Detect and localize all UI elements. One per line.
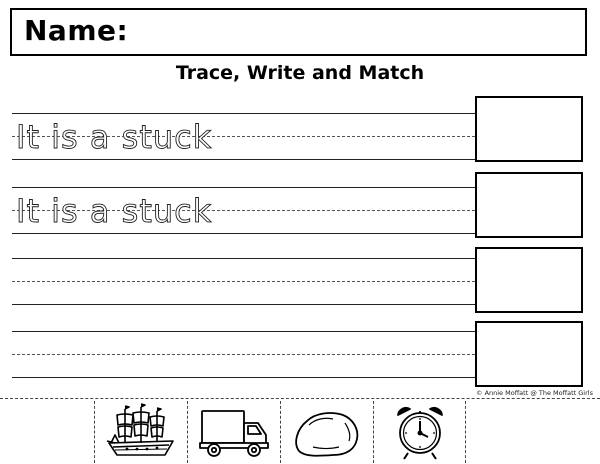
top-line <box>12 258 475 259</box>
base-line <box>12 304 475 305</box>
match-box-1[interactable] <box>475 96 583 162</box>
top-line <box>12 331 475 332</box>
writing-row-1[interactable]: It is a stuck <box>12 113 475 161</box>
top-line <box>12 113 475 114</box>
writing-row-4[interactable] <box>12 331 475 379</box>
base-line <box>12 159 475 160</box>
writing-row-2[interactable]: It is a stuck <box>12 187 475 235</box>
base-line <box>12 233 475 234</box>
match-box-3[interactable] <box>475 247 583 313</box>
worksheet-title: Trace, Write and Match <box>175 62 425 84</box>
trace-text: It is a stuck <box>16 118 213 157</box>
truck-icon <box>199 410 269 457</box>
cutout-rock[interactable] <box>280 401 373 463</box>
alarm-clock-icon <box>397 407 443 460</box>
copyright-credit: © Annie Moffatt @ The Moffatt Girls <box>476 389 593 397</box>
dashed-mid-line <box>12 281 475 282</box>
name-label: Name: <box>24 14 129 47</box>
name-box[interactable]: Name: <box>10 8 587 56</box>
cut-line <box>0 398 600 399</box>
cutout-ship[interactable] <box>94 401 187 463</box>
trace-text: It is a stuck <box>16 192 213 231</box>
dashed-mid-line <box>12 210 475 211</box>
match-box-2[interactable] <box>475 172 583 238</box>
dashed-mid-line <box>12 136 475 137</box>
writing-row-3[interactable] <box>12 258 475 306</box>
rock-icon <box>295 412 359 457</box>
cutout-alarm-clock[interactable] <box>373 401 466 463</box>
dashed-mid-line <box>12 354 475 355</box>
top-line <box>12 187 475 188</box>
match-box-4[interactable] <box>475 321 583 387</box>
base-line <box>12 377 475 378</box>
cutout-truck[interactable] <box>187 401 280 463</box>
ship-icon <box>106 403 174 456</box>
